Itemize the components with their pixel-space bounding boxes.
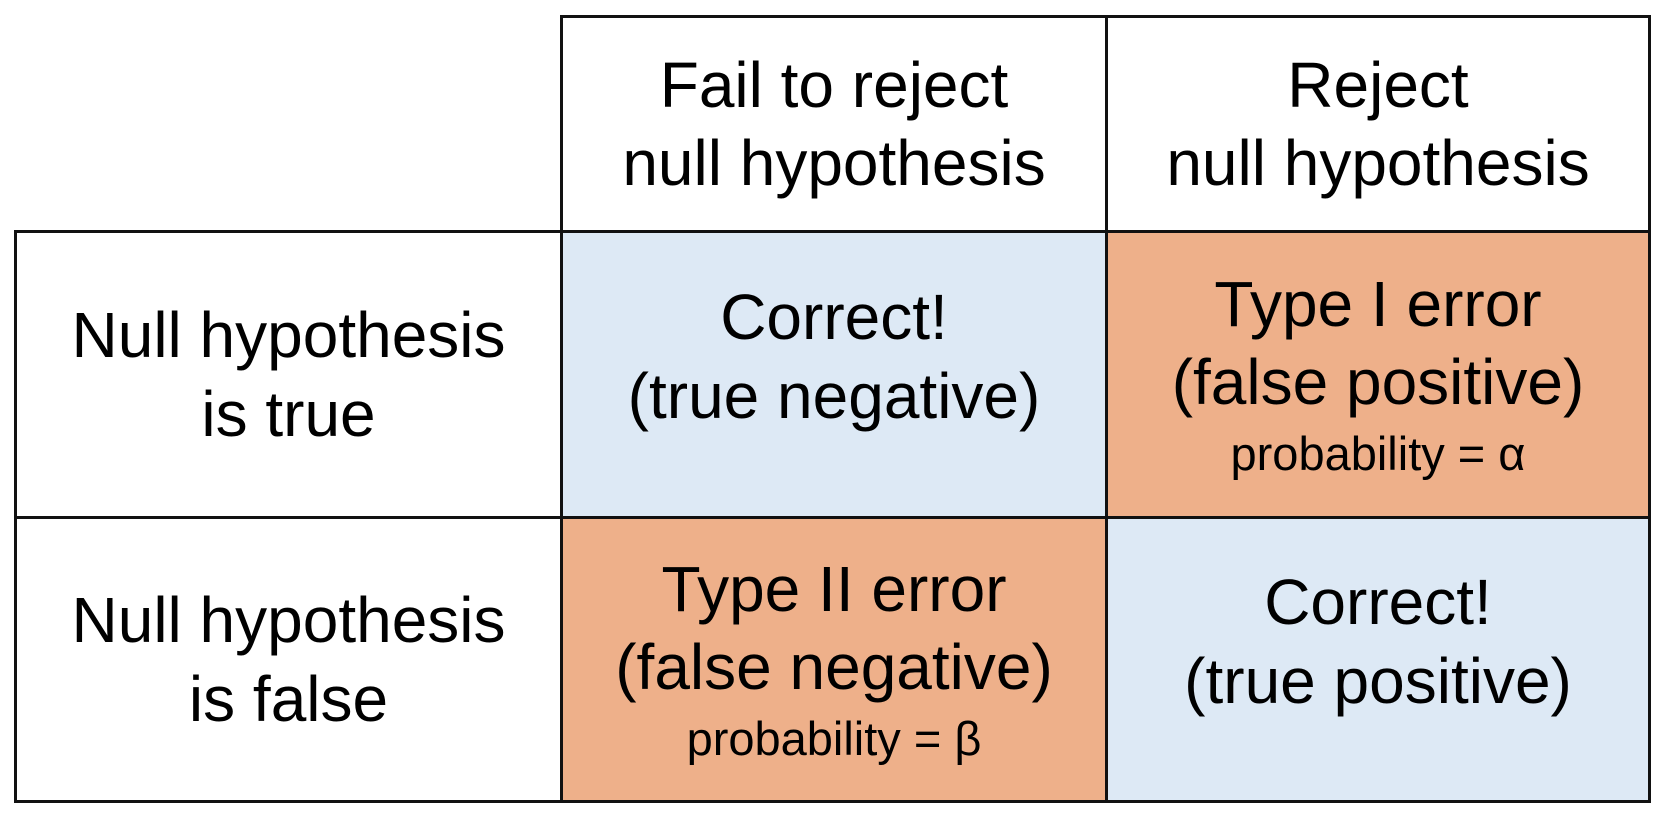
column-header-line-2: null hypothesis xyxy=(622,127,1046,199)
cell-type-two-error: Type II error (false negative) probabili… xyxy=(560,516,1108,803)
cell-subtitle: (true negative) xyxy=(627,359,1041,432)
column-header-reject: Reject null hypothesis xyxy=(1105,15,1651,233)
row-header-null-true: Null hypothesis is true xyxy=(14,230,563,519)
cell-probability: probability = β xyxy=(686,712,982,766)
cell-subtitle: (false positive) xyxy=(1171,346,1585,419)
cell-true-negative: Correct! (true negative) xyxy=(560,230,1108,519)
cell-subtitle: (false negative) xyxy=(615,631,1053,704)
row-header-null-false: Null hypothesis is false xyxy=(14,516,563,803)
cell-subtitle: (true positive) xyxy=(1184,644,1572,717)
cell-true-positive: Correct! (true positive) xyxy=(1105,516,1651,803)
cell-title: Type II error xyxy=(661,553,1007,626)
column-header-line-1: Fail to reject xyxy=(659,48,1009,121)
row-header-line-2: is false xyxy=(188,662,389,735)
cell-probability: probability = α xyxy=(1230,427,1526,481)
cell-title: Correct! xyxy=(1264,566,1492,639)
cell-title: Type I error xyxy=(1214,268,1542,341)
column-header-line-1: Reject xyxy=(1287,48,1469,121)
cell-title: Correct! xyxy=(720,281,948,354)
row-header-line-1: Null hypothesis xyxy=(71,299,506,372)
row-header-line-2: is true xyxy=(201,377,376,450)
column-header-line-2: null hypothesis xyxy=(1166,127,1590,199)
cell-type-one-error: Type I error (false positive) probabilit… xyxy=(1105,230,1651,519)
column-header-fail-to-reject: Fail to reject null hypothesis xyxy=(560,15,1108,233)
row-header-line-1: Null hypothesis xyxy=(71,584,506,657)
